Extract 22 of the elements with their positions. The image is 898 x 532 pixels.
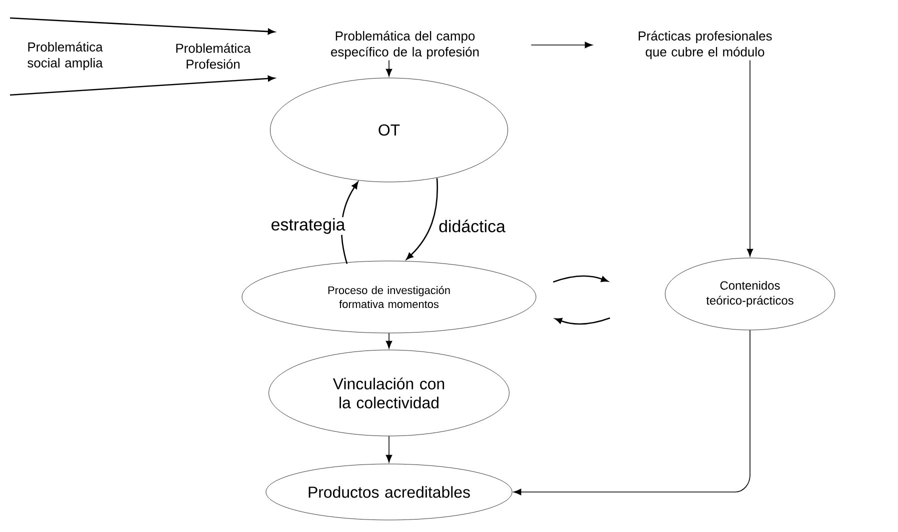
arrow — [10, 76, 275, 96]
arrow — [386, 332, 392, 349]
text-label: Problemática del campo específico de la profesión — [331, 30, 479, 60]
ellipse-node: Contenidos teórico-prácticos — [664, 258, 836, 330]
arrow — [553, 275, 608, 283]
arrow — [746, 60, 754, 257]
ellipse-node: Vinculación con la colectividad — [268, 350, 510, 436]
ellipse-node: Productos acreditables — [266, 464, 512, 520]
arrow — [530, 42, 593, 48]
ellipse-node: OT — [270, 78, 508, 182]
arrow — [386, 436, 392, 463]
ellipse-node: Proceso de investigación formativa momentos — [242, 260, 536, 334]
text-label: Problemática Profesión — [176, 43, 251, 69]
edge-label: didáctica — [438, 218, 506, 234]
arrow — [386, 60, 392, 77]
arrow — [406, 178, 438, 260]
arrow — [554, 317, 610, 325]
edge-label: estrategia — [270, 217, 346, 235]
text-label: Problemática social amplia — [28, 42, 103, 70]
arrow — [513, 330, 750, 496]
arrow — [10, 17, 275, 35]
text-label: Prácticas profesionales que cubre el módulo — [638, 30, 772, 60]
